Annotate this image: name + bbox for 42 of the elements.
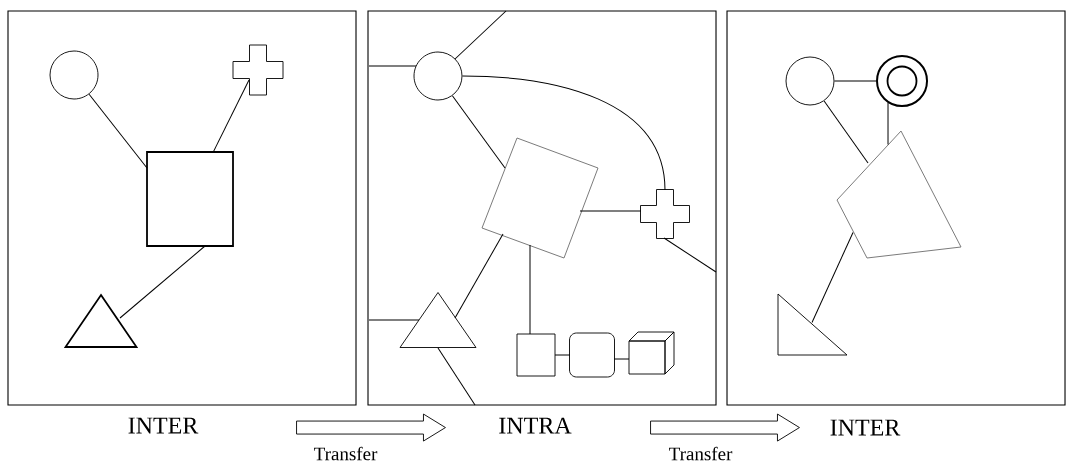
block-arrow	[650, 413, 800, 442]
connector-line	[454, 233, 504, 319]
connector-line	[823, 100, 869, 164]
block-arrow	[296, 413, 446, 442]
edge-label: Transfer	[669, 446, 733, 461]
connector-line	[887, 102, 889, 145]
connector-line	[613, 358, 630, 360]
node-label: INTRA	[499, 417, 572, 434]
connector-line	[663, 237, 717, 273]
panel: INTER	[726, 10, 1066, 436]
panel: INTRA	[367, 10, 717, 434]
connector-line	[579, 210, 642, 212]
square	[146, 151, 234, 247]
circle	[785, 56, 835, 106]
connector-line	[213, 79, 250, 152]
connector-line	[437, 347, 476, 406]
node-label: INTER	[830, 419, 901, 436]
connector-line	[554, 354, 571, 356]
connector-line	[88, 93, 148, 169]
cross-shape	[640, 189, 690, 239]
cross-shape	[232, 44, 284, 96]
triangle	[399, 292, 477, 348]
connector-line	[833, 80, 877, 82]
square	[516, 333, 556, 377]
rounded-rectangle	[569, 332, 615, 378]
connector-line	[454, 10, 507, 60]
quadrilateral	[836, 130, 962, 259]
connector-line	[368, 65, 417, 67]
edge-label: Transfer	[314, 446, 378, 461]
right-triangle	[777, 293, 848, 356]
double-circle	[876, 55, 928, 107]
circle	[49, 50, 99, 100]
cube	[628, 331, 675, 375]
connector-line	[461, 75, 666, 191]
circle	[413, 51, 463, 101]
connector-line	[811, 232, 854, 323]
connector-line	[368, 319, 420, 321]
panel: INTER	[7, 10, 357, 434]
connector-line	[529, 244, 531, 335]
connector-line	[119, 245, 206, 319]
node-label: INTER	[128, 417, 199, 434]
connector-line	[451, 95, 506, 169]
